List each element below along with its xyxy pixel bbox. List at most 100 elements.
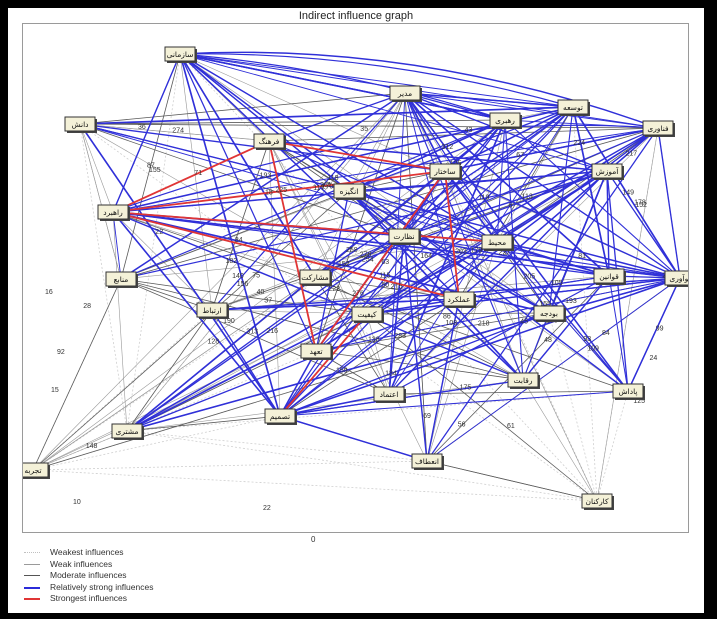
edge-strong [388,235,405,395]
edge-strong [348,170,608,192]
edge-weight-label: 276 [360,251,372,258]
graph-node[interactable]: ﺁﻣﻮﺯﺵ [591,163,624,180]
edge-weight-label: 217 [626,150,638,157]
edge-weight-label: 35 [360,126,368,133]
edge-weak [32,119,506,471]
graph-node[interactable]: ﮐﯿﻔﯿﺖ [351,306,384,323]
edge-weight-label: 179 [471,248,483,255]
edge-weight-label: 69 [423,413,431,420]
graph-node-box [557,99,589,115]
edge-weight-label: 164 [420,253,432,260]
edge-weight-label: 159 [336,368,348,375]
edge-weight-label: 156 [237,281,249,288]
edge-strong [79,123,281,417]
edge-strong [120,119,506,280]
legend-label-weak: Weak influences [50,558,113,569]
graph-node[interactable]: ﺭﻫﺒﺮﯼ [489,112,522,129]
graph-area[interactable]: 3121522183132761641381252051171822832611… [22,23,689,533]
graph-node-box [664,270,688,286]
edge-moderate [315,312,550,352]
edge-strong [606,170,681,279]
graph-node-box [533,305,565,321]
edge-strong [572,106,681,279]
edge-weakest [126,430,598,502]
edge-weight-label: 15 [51,387,59,394]
graph-node[interactable]: ﭘﺎﺩﺍﺵ [612,383,645,400]
edge-weight-label: 10 [73,499,81,506]
graph-node[interactable]: ﻗﻮﺍﻧﯿﻦ [593,268,626,285]
graph-node[interactable]: ﺗﺼﻤﯿﻢ [264,408,297,425]
edge-strongest [268,140,446,172]
edge-weight-label: 84 [602,330,610,337]
edge-strongest [112,211,498,243]
graph-node-box [591,163,623,179]
edge-weight-label: 18 [265,189,273,196]
graph-node[interactable]: ﺗﺠﺮﺑﻪ [23,462,50,479]
graph-node-label: ﻋﻤﻠﮑﺮﺩ [448,295,471,304]
graph-node-label: ﻣﻨﺎﺑﻊ [114,275,129,284]
graph-node-label: ﺍﺭﺗﺒﺎﻁ [202,306,221,315]
graph-node[interactable]: ﻋﻤﻠﮑﺮﺩ [443,291,476,308]
graph-node[interactable]: ﺑﻮﺩﺟﻪ [533,305,566,322]
graph-node[interactable]: ﺭﻗﺎﺑﺖ [507,372,540,389]
edge-moderate [366,313,598,502]
edge-weight-label: 148 [86,443,98,450]
graph-node-box [300,343,332,359]
edge-strong [366,277,681,315]
edge-strong [179,51,659,129]
edge-weak [596,127,659,502]
edge-weight-label: 155 [149,167,161,174]
graph-node[interactable]: ﻣﺤﯿﻂ [481,234,514,251]
graph-node[interactable]: ﺍﻋﺘﻤﺎﺩ [373,386,406,403]
edge-strong [268,140,498,243]
edge-weak [404,92,598,502]
graph-node[interactable]: ﺗﻮﺳﻌﻪ [557,99,590,116]
edge-strong [458,275,610,300]
edge-moderate [404,92,428,462]
edge-strong [388,275,610,395]
edge-weak [366,313,390,395]
graph-node-label: ﺗﺠﺮﺑﻪ [24,466,41,475]
graph-node[interactable]: ﻣﻨﺎﺑﻊ [105,271,138,288]
edge-weight-label: 118 [327,175,338,182]
graph-node[interactable]: ﺍﻧﻌﻄﺎﻑ [411,453,444,470]
influence-graph[interactable]: 3121522183132761641381252051171822832611… [23,24,688,532]
edge-weight-label: 283 [394,333,406,340]
edge-weight-label: 87 [147,163,155,170]
graph-node[interactable]: ﻣﺪﯾﺮ [389,85,422,102]
graph-node[interactable]: ﻣﺸﺘﺮﯼ [111,423,144,440]
edge-strongest [315,170,446,352]
graph-node-label: ﺩﺍﻧﺶ [71,120,88,129]
edge-weak [79,123,524,381]
edge-moderate [314,276,524,381]
edge-weight-label: 22 [155,229,163,236]
edge-strong [279,393,390,417]
graph-node[interactable]: ﮐﺎﺭﮐﻨﺎﻥ [581,493,614,510]
edge-strong [426,298,460,462]
graph-node-box [612,383,644,399]
edge-strong [211,309,281,417]
graph-node[interactable]: ﺗﻌﻬﺪ [300,343,333,360]
graph-node[interactable]: ﺩﺍﻧﺶ [64,116,97,133]
graph-node[interactable]: ﻣﺸﺎﺭﮐﺖ [299,269,332,286]
graph-node[interactable]: ﺍﻧﮕﯿﺰﻩ [333,183,366,200]
edge-weight-label: 40 [257,289,265,296]
edge-strong [608,275,629,392]
graph-node-box [373,386,405,402]
graph-node-box [581,493,613,509]
edge-weight-label: 175 [460,384,472,391]
edge-strong [404,92,574,108]
graph-node[interactable]: ﺳﺎﺯﻣﺎﻧﯽ [164,46,197,63]
graph-node[interactable]: ﺳﺎﺧﺘﺎﺭ [429,163,462,180]
edge-strongest [112,211,460,300]
graph-node[interactable]: ﻓﺮﻫﻨﮓ [253,133,286,150]
graph-node[interactable]: ﺭﺍﻫﺒﺮﺩ [97,204,130,221]
edge-weight-label: 193 [565,298,577,305]
edges-strongest-layer [112,140,498,417]
edge-strong [112,211,610,277]
graph-node[interactable]: ﻓﻨﺎﻭﺭﯼ [642,120,675,137]
graph-node[interactable]: ﺍﺭﺗﺒﺎﻁ [196,302,229,319]
graph-node[interactable]: ﻧﻈﺎﺭﺕ [388,228,421,245]
